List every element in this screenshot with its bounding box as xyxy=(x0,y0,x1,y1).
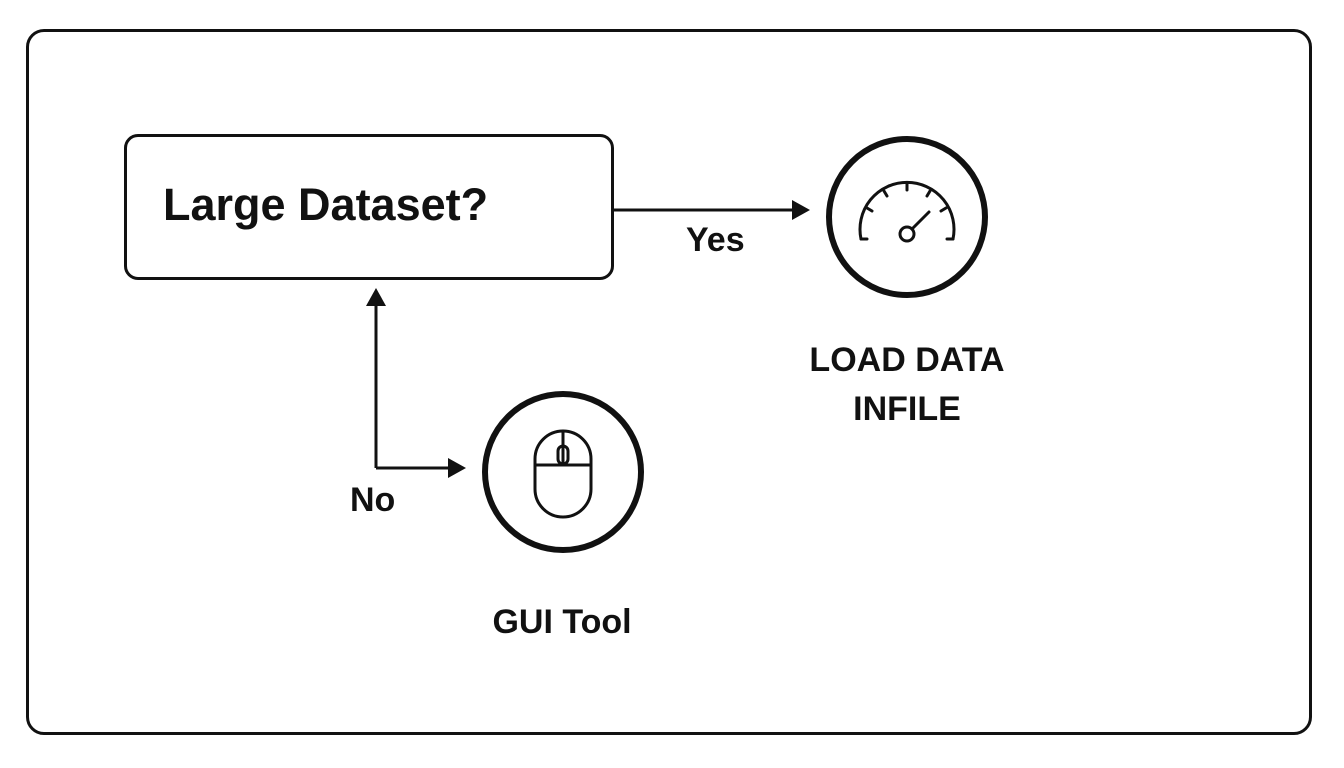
decision-label: Large Dataset? xyxy=(163,179,489,230)
load-data-label-line1: LOAD DATA xyxy=(809,341,1005,379)
gui-tool-label: GUI Tool xyxy=(492,603,632,641)
speedometer-icon xyxy=(858,180,956,243)
mouse-icon xyxy=(533,429,593,519)
no-label: No xyxy=(350,481,396,519)
yes-label: Yes xyxy=(686,221,745,259)
load-data-node xyxy=(826,136,988,298)
yes-arrow xyxy=(614,200,810,220)
load-data-label-line2: INFILE xyxy=(853,390,961,428)
decision-box: Large Dataset? xyxy=(124,134,614,280)
no-arrow xyxy=(366,288,466,478)
gui-tool-node xyxy=(482,391,644,553)
load-data-label: LOAD DATA INFILE xyxy=(757,336,1057,434)
